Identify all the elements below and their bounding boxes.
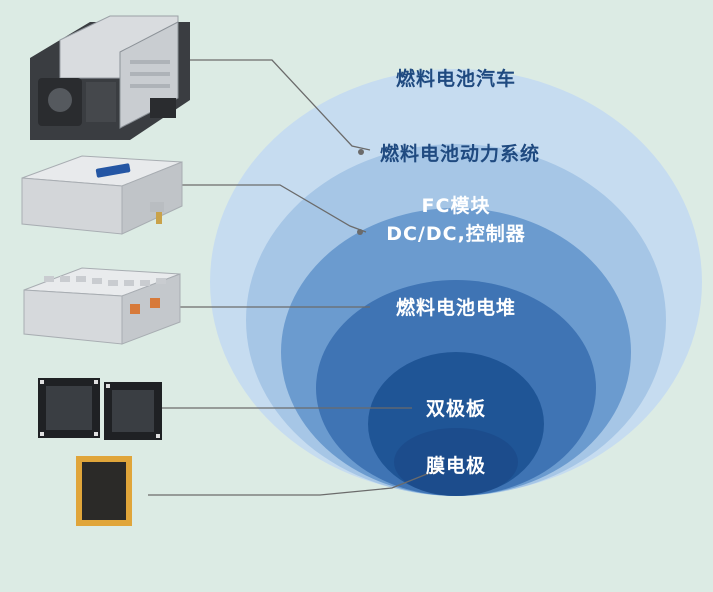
label-stack: 燃料电池电堆	[396, 296, 516, 319]
label-system: 燃料电池动力系统	[380, 142, 540, 165]
leader-dot-dcdc	[357, 229, 363, 235]
label-vehicle: 燃料电池汽车	[396, 67, 516, 90]
label-plate: 双极板	[426, 397, 486, 420]
leader-line-dcdc	[182, 184, 367, 233]
leader-line-mea	[148, 467, 443, 496]
label-module-line2: DC/DC,控制器	[386, 222, 526, 245]
layer-ellipses	[210, 69, 702, 496]
label-mea: 膜电极	[425, 454, 486, 477]
bipolar-plate-icon	[38, 378, 162, 440]
leader-lines	[148, 59, 443, 496]
dcdc-converter-icon	[21, 155, 183, 235]
leader-dot-engine	[358, 149, 364, 155]
label-module-line1: FC模块	[422, 194, 491, 217]
membrane-electrode-icon	[76, 456, 132, 526]
mea-layer-ellipse	[394, 428, 518, 496]
fuel-cell-stack-icon	[23, 267, 181, 345]
leader-line-engine	[190, 59, 371, 151]
layer-labels: 燃料电池汽车 燃料电池动力系统 FC模块 DC/DC,控制器 燃料电池电堆 双极…	[380, 67, 540, 477]
fuel-cell-engine-icon	[30, 15, 190, 140]
leader-dots	[357, 149, 364, 235]
